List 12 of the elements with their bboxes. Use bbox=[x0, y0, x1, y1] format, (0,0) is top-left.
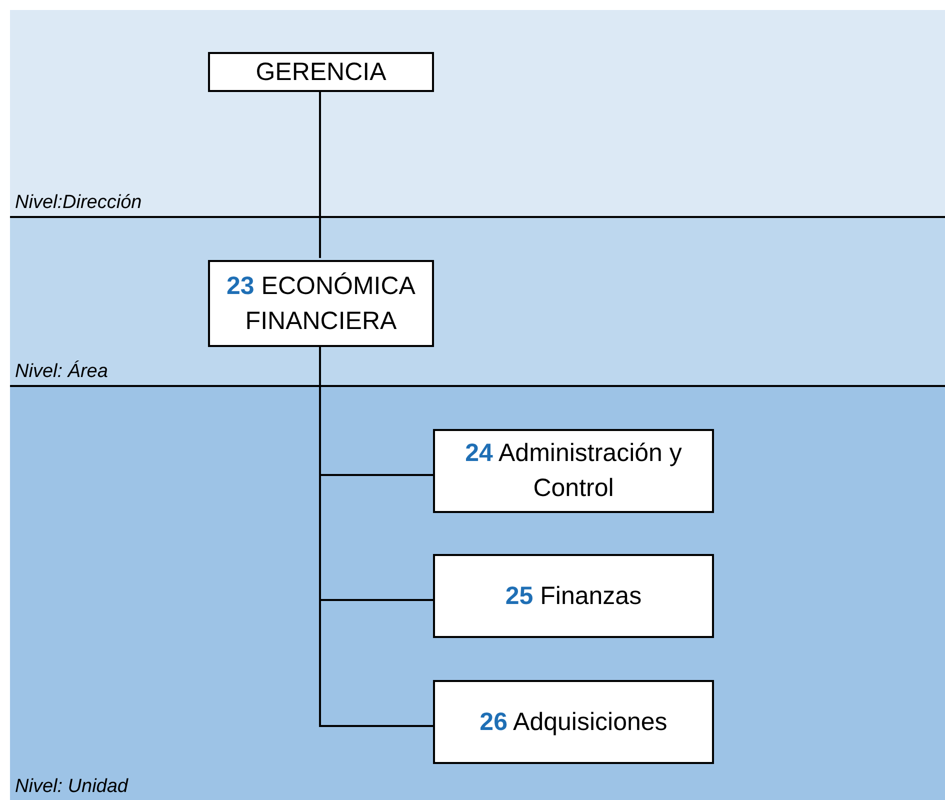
org-unit-box: GERENCIA bbox=[208, 52, 434, 92]
level-band bbox=[10, 10, 945, 216]
connector-line bbox=[319, 92, 321, 258]
level-label: Nivel:Dirección bbox=[15, 192, 142, 214]
level-band bbox=[10, 385, 945, 800]
org-unit-box: 25 Finanzas bbox=[433, 554, 714, 638]
level-band bbox=[10, 216, 945, 385]
org-unit-box: 23 ECONÓMICA FINANCIERA bbox=[208, 260, 434, 347]
org-unit-box: 26 Adquisiciones bbox=[433, 680, 714, 764]
level-label: Nivel: Unidad bbox=[15, 776, 128, 798]
org-unit-box: 24 Administración y Control bbox=[433, 429, 714, 513]
level-label: Nivel: Área bbox=[15, 361, 108, 383]
